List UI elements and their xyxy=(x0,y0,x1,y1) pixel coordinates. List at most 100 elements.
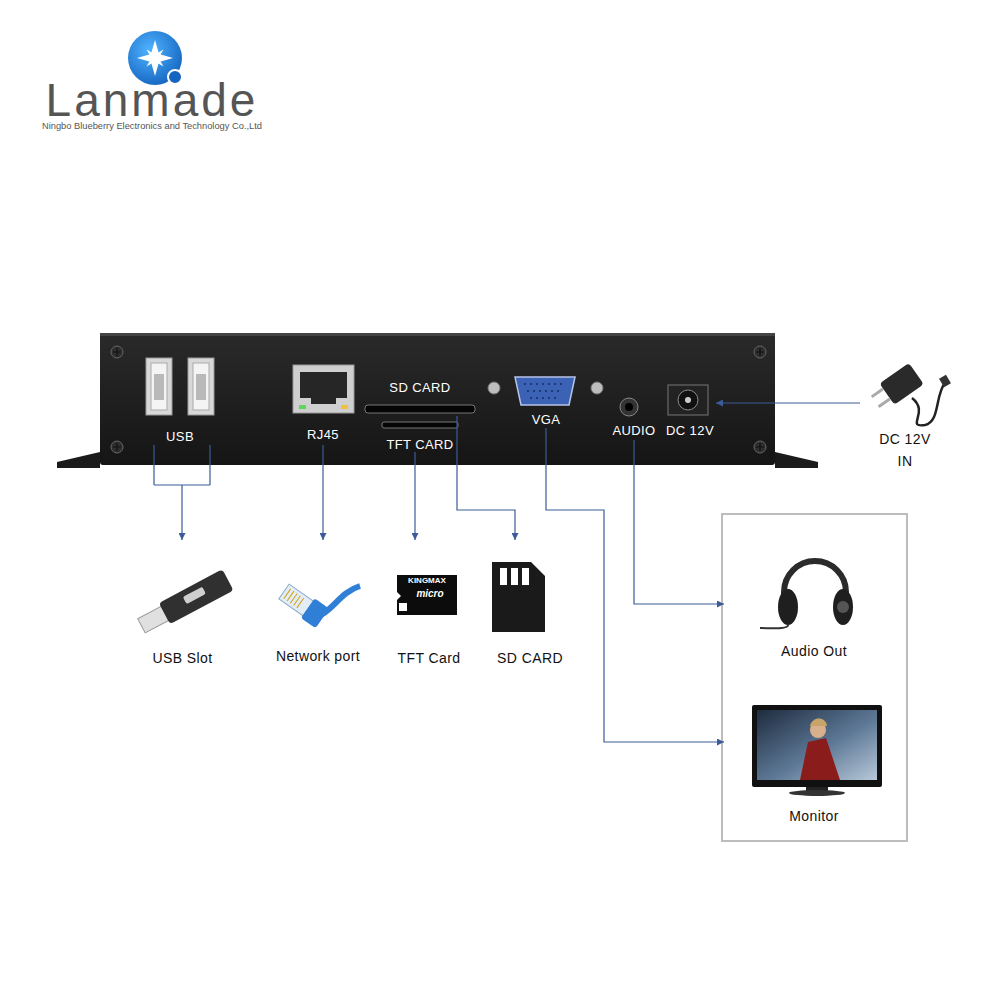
output-device: Monitor xyxy=(724,680,904,830)
microsd-card xyxy=(397,575,457,615)
port-label: TFT CARD xyxy=(378,419,462,452)
sd-card xyxy=(522,568,529,585)
monitor xyxy=(789,790,845,796)
port-label: DC 12V xyxy=(664,382,716,440)
power-adapter xyxy=(871,388,884,398)
node-label: SD CARD xyxy=(362,380,478,396)
network-cable xyxy=(284,589,304,608)
usb-port xyxy=(188,358,214,415)
node-label: VGA xyxy=(488,412,604,428)
monitor xyxy=(752,705,882,796)
connector-line xyxy=(634,440,724,604)
usb-port xyxy=(146,358,214,415)
usb-port xyxy=(196,374,206,400)
panel-screw xyxy=(111,346,766,453)
rj45-port xyxy=(299,405,306,409)
usb-port xyxy=(193,363,209,410)
logo-icon xyxy=(138,41,172,75)
rj45-port xyxy=(293,365,354,413)
node-label: DC 12V xyxy=(664,423,716,439)
port-label: VGA xyxy=(488,372,604,428)
network-cable xyxy=(277,582,360,629)
device-panel xyxy=(100,333,775,465)
port-label: SD CARD xyxy=(362,378,478,416)
power-adapter xyxy=(878,397,891,407)
connector-line xyxy=(414,452,415,540)
usb-port xyxy=(151,363,167,410)
card-slot xyxy=(365,405,475,428)
node-label: DC 12V IN xyxy=(875,428,935,472)
power-adapter xyxy=(868,363,924,413)
node-label: SD CARD xyxy=(485,650,575,666)
connector-line xyxy=(154,445,210,540)
sd-card xyxy=(492,562,545,632)
device-panel xyxy=(100,333,775,336)
vga-port xyxy=(488,377,603,405)
port-label: AUDIO xyxy=(606,395,662,440)
device-panel xyxy=(57,333,818,468)
headphones xyxy=(760,561,853,628)
rj45-port xyxy=(293,365,354,413)
microsd-card xyxy=(399,603,407,611)
node-label: USB xyxy=(140,429,220,445)
output-group xyxy=(722,514,907,841)
brand-name: Lanmade xyxy=(22,76,282,124)
dc-jack xyxy=(668,385,708,415)
node-label: RJ45 xyxy=(288,427,358,443)
dc-jack xyxy=(678,390,698,410)
monitor xyxy=(810,719,827,727)
output-group xyxy=(722,514,907,841)
connector-line xyxy=(716,402,860,403)
audio-jack xyxy=(625,403,633,411)
headphones xyxy=(837,601,849,613)
logo-icon xyxy=(137,40,173,76)
peripheral: Network port xyxy=(258,540,378,668)
peripheral: TFT Card xyxy=(385,540,473,670)
headphones xyxy=(760,624,788,628)
device-panel xyxy=(775,452,818,468)
headphones xyxy=(833,589,853,625)
company-name: Ningbo Blueberry Electronics and Technol… xyxy=(22,121,282,132)
monitor xyxy=(752,705,882,787)
rj45-port xyxy=(341,405,348,409)
card-logo: micro xyxy=(410,588,450,600)
power-adapter xyxy=(912,383,945,425)
dc-jack xyxy=(668,385,708,415)
sd-card xyxy=(511,568,518,585)
usb-stick xyxy=(183,587,206,604)
connector-line xyxy=(457,416,515,540)
output-device: Audio Out xyxy=(724,540,904,665)
network-cable xyxy=(277,582,329,629)
node-label: Audio Out xyxy=(724,643,904,659)
node-label: Monitor xyxy=(724,808,904,824)
sd-card xyxy=(492,562,545,632)
port-label: USB xyxy=(140,355,220,445)
panel-screw xyxy=(113,348,764,451)
dc-jack xyxy=(685,397,691,403)
usb-stick xyxy=(136,569,234,636)
vga-port xyxy=(515,377,575,405)
card-brand: KINGMAX xyxy=(397,576,457,586)
peripheral: SD CARD xyxy=(485,540,575,670)
power-adapter xyxy=(879,363,923,405)
connector-line xyxy=(546,428,724,742)
vga-port xyxy=(591,382,603,394)
card-slot xyxy=(382,422,458,428)
usb-port xyxy=(154,374,164,400)
audio-jack xyxy=(620,398,638,416)
sd-card xyxy=(500,568,507,585)
monitor xyxy=(800,738,840,780)
monitor xyxy=(757,710,877,780)
vga-port xyxy=(488,382,500,394)
peripheral: USB Slot xyxy=(125,540,240,670)
usb-stick xyxy=(136,569,234,636)
connector-line xyxy=(322,445,323,540)
node-label: AUDIO xyxy=(606,423,662,439)
network-cable xyxy=(318,586,360,616)
microsd-card xyxy=(397,575,457,615)
card-slot xyxy=(365,405,475,413)
headphones xyxy=(778,589,798,625)
audio-jack xyxy=(620,398,638,416)
